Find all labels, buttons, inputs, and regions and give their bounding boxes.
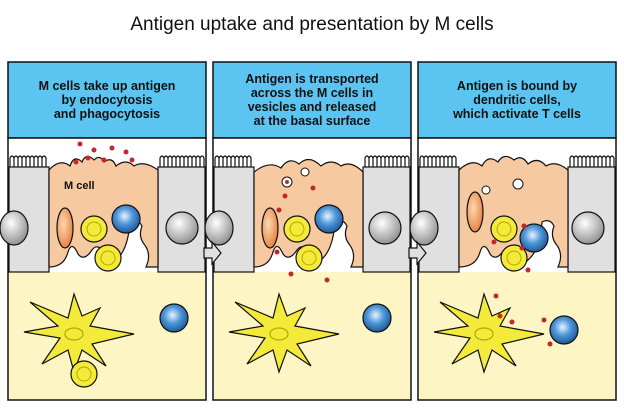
panel-3 <box>409 61 617 401</box>
antigen-particles <box>274 185 330 283</box>
microvilli-left <box>214 155 252 167</box>
m-cell-nucleus <box>261 207 279 249</box>
m-cell-nucleus <box>56 207 74 249</box>
microvilli-left <box>9 155 47 167</box>
m-cell <box>458 155 569 268</box>
m-cell-nucleus <box>466 191 484 233</box>
microvilli-right <box>364 155 410 167</box>
panel-3-caption: Antigen is bound by dendritic cells, whi… <box>453 79 581 121</box>
lymphocyte <box>500 244 528 272</box>
t-cell <box>159 303 189 333</box>
nucleus-left-epithelial <box>0 210 29 246</box>
nucleus-right-epithelial <box>165 211 199 245</box>
nucleus-left-epithelial <box>409 210 439 246</box>
arrow-panel-1-to-2 <box>203 240 222 266</box>
panel-1 <box>0 61 207 401</box>
antigen-particles <box>491 223 553 347</box>
panel-1-caption-box <box>7 61 207 139</box>
panel-2-caption-box <box>212 61 412 139</box>
dendritic-cell <box>23 291 135 374</box>
dendritic-cell <box>228 291 340 374</box>
t-cell <box>519 223 549 253</box>
dendritic-cell-nucleus <box>269 327 289 341</box>
vesicle <box>300 167 310 177</box>
lymphocyte <box>490 215 518 243</box>
dendritic-cell <box>433 291 545 374</box>
microvilli-right <box>569 155 615 167</box>
panel-2-caption: Antigen is transported across the M cell… <box>245 72 379 128</box>
vesicle <box>512 178 524 190</box>
panel-2 <box>204 61 412 401</box>
t-cell <box>362 303 392 333</box>
panel-3-caption-box <box>417 61 617 139</box>
t-cell <box>549 315 579 345</box>
lymphocyte <box>80 215 108 243</box>
nucleus-left-epithelial <box>204 210 234 246</box>
arrow-panel-2-to-3 <box>408 240 427 266</box>
t-cell <box>111 204 141 234</box>
epithelial-cell-right <box>157 166 206 273</box>
antigen-particles <box>73 141 135 165</box>
nucleus-right-epithelial <box>368 211 402 245</box>
lymphocyte <box>70 360 98 388</box>
microvilli-left <box>419 155 457 167</box>
lymphocyte <box>283 215 311 243</box>
lymphocyte <box>295 244 323 272</box>
m-cell-label: M cell <box>64 180 95 192</box>
diagram-title: Antigen uptake and presentation by M cel… <box>130 14 494 35</box>
lymphocyte <box>94 244 122 272</box>
dendritic-cell-nucleus <box>474 327 494 341</box>
t-cell <box>314 204 344 234</box>
m-cell <box>253 158 364 268</box>
microvilli-right <box>159 155 205 167</box>
dendritic-cell-nucleus <box>64 327 84 341</box>
vesicle <box>481 185 491 195</box>
panel-1-caption: M cells take up antigen by endocytosis a… <box>38 79 176 121</box>
nucleus-right-epithelial <box>571 211 605 245</box>
